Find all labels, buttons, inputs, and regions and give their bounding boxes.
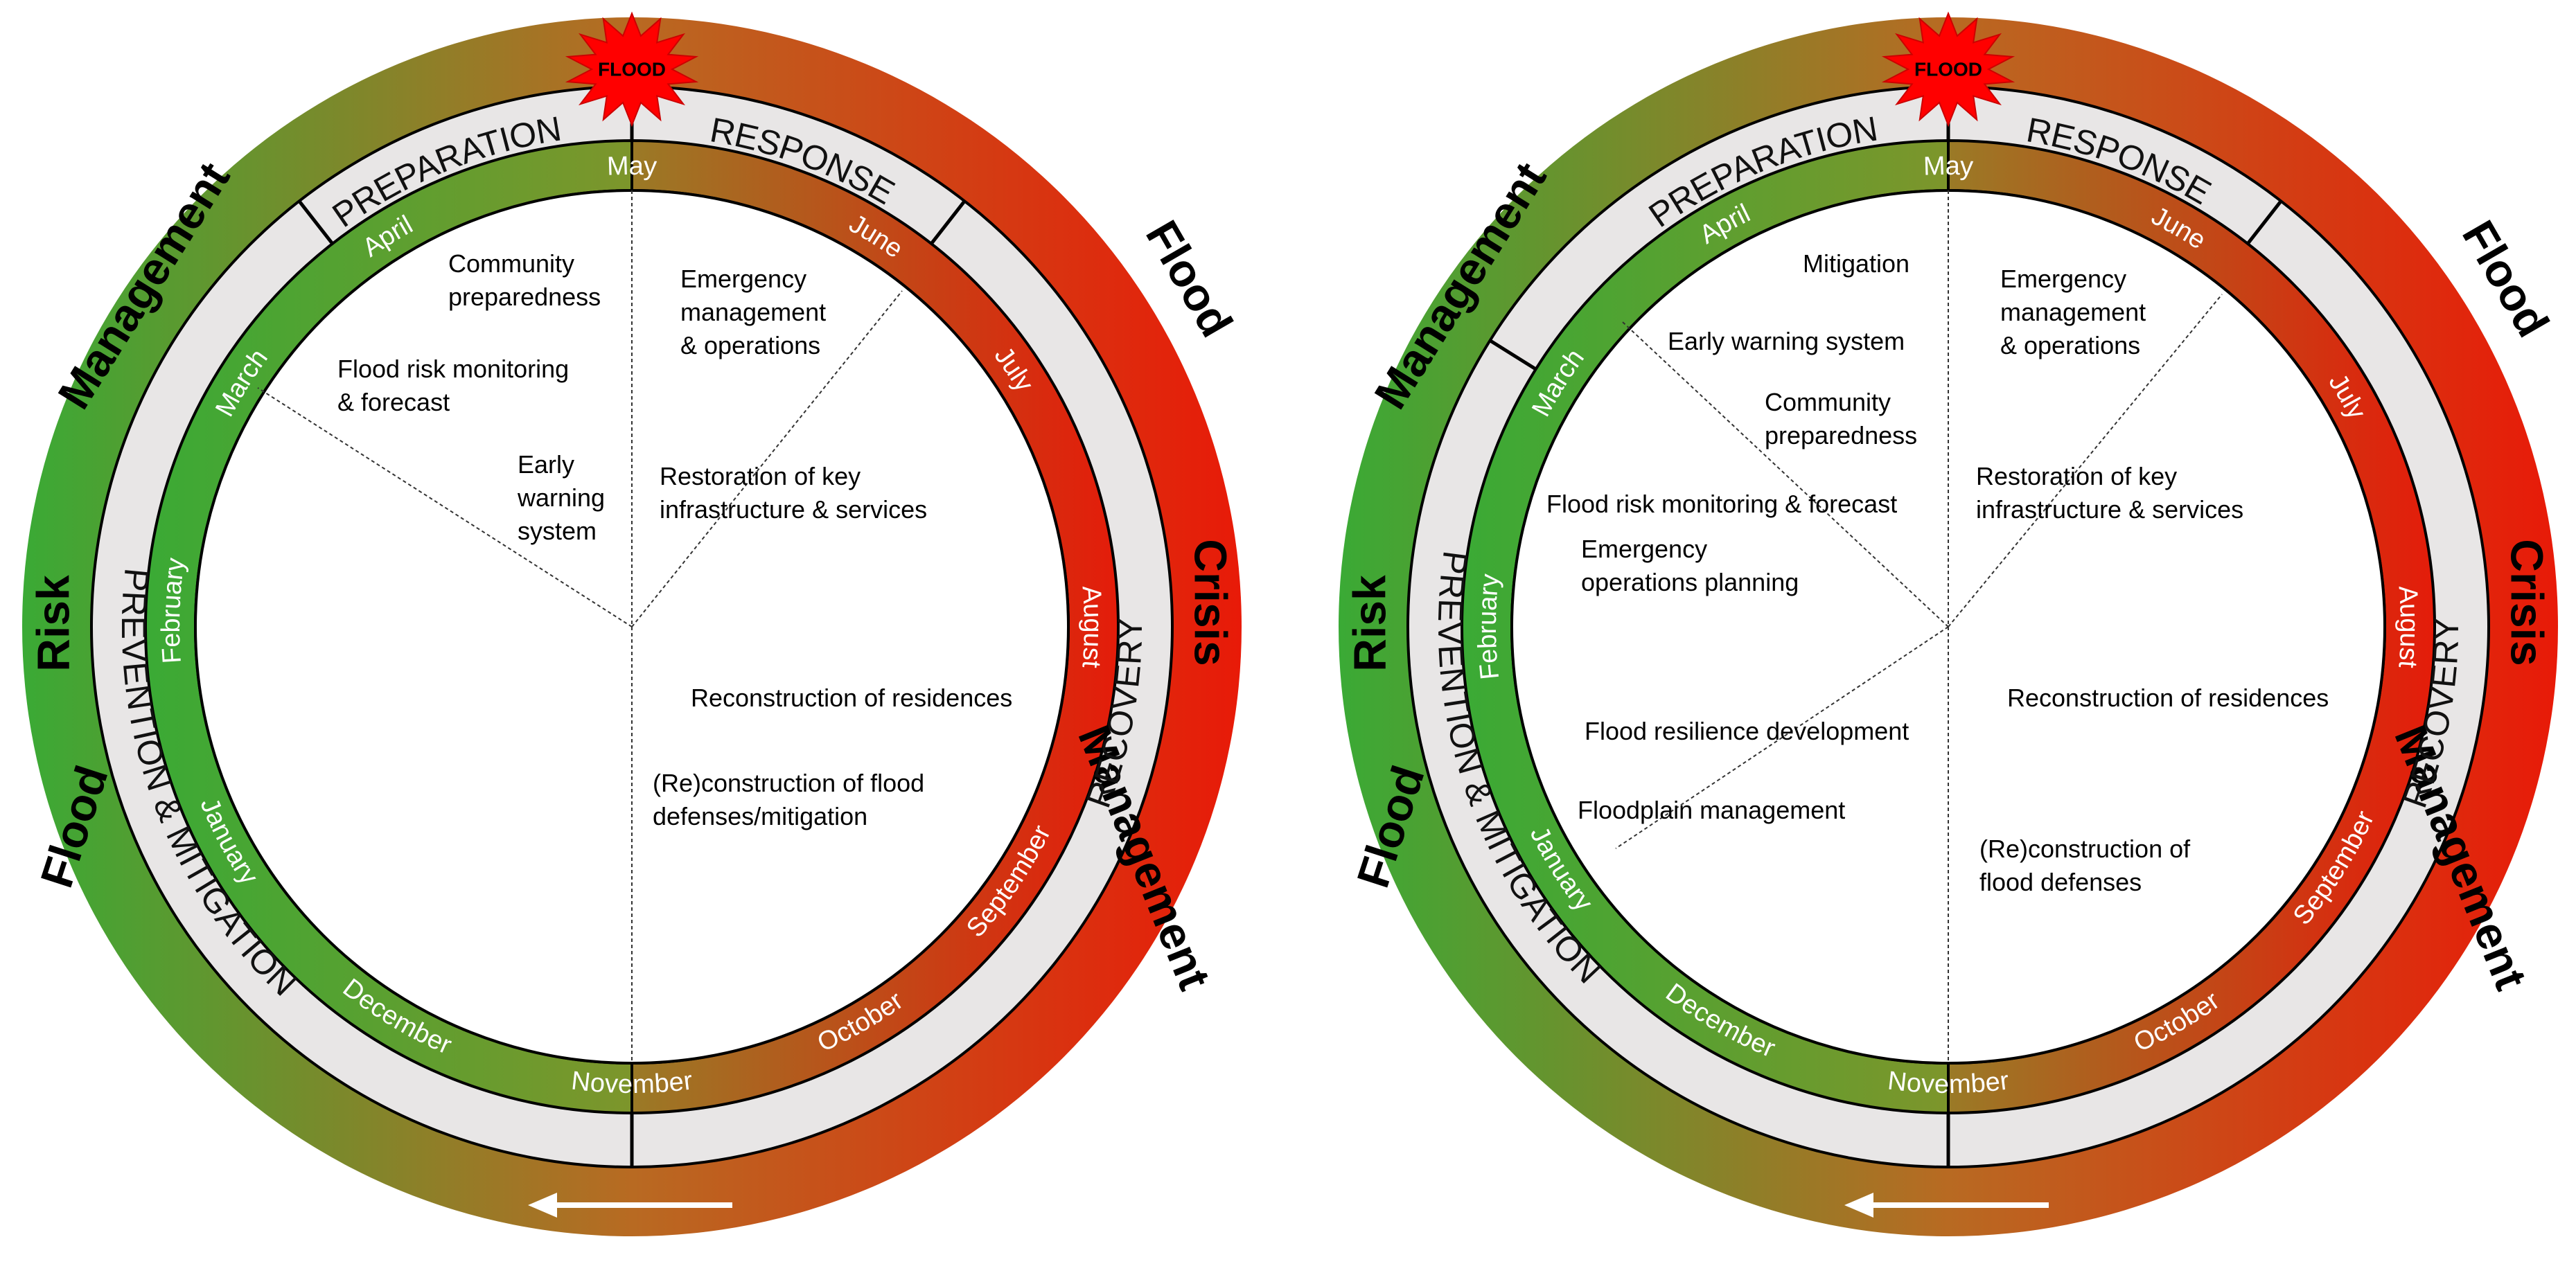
flood-burst-icon [1881,11,2015,127]
outer-label-crisis: Crisis [1185,539,1237,666]
inner-activity-item: Floodplain management [1578,796,1845,824]
left-arrow-icon [1844,1193,2049,1218]
outer-label-risk: Risk [27,575,78,672]
inner-activity-item: Reconstruction of residences [691,684,1012,712]
phase-divider [1489,339,1537,371]
month-label-may: May [1923,152,1973,181]
inner-activity-item: Flood resilience development [1585,717,1909,745]
month-label-february: February [157,556,191,664]
outer-label-risk: Risk [1343,575,1395,672]
phase-divider [297,199,334,245]
flood-burst-label: FLOOD [1914,58,1982,80]
month-label-november: November [570,1066,694,1099]
inner-activity-item: Mitigation [1803,249,1909,278]
inner-activity-item: Early warning system [1668,327,1905,355]
inner-activity-item: Reconstruction of residences [2007,684,2329,712]
inner-activity-item: Flood risk monitoring& forecast [337,355,569,416]
guide-line [1948,294,2223,627]
guide-line [1615,626,1949,849]
month-label-august: August [1076,585,1107,669]
inner-activity-item: Flood risk monitoring & forecast [1546,490,1897,518]
outer-label-crisis: Crisis [2502,539,2553,666]
flood-burst-label: FLOOD [598,58,666,80]
month-label-august: August [2392,585,2424,669]
month-label-february: February [1473,573,1505,681]
phase-divider [2246,199,2283,245]
left-arrow-icon [528,1193,732,1218]
guide-line [631,290,903,627]
flood-burst-icon [565,11,699,127]
month-label-may: May [606,152,657,181]
phase-divider [930,199,967,245]
guide-line [257,387,633,627]
month-label-november: November [1886,1066,2011,1099]
